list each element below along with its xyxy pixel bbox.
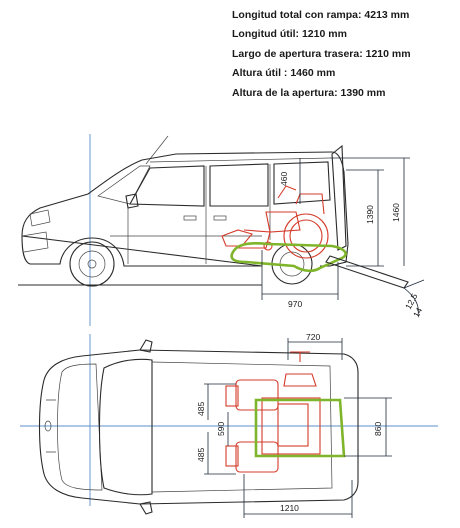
dim-label-angle-b: 14 (411, 306, 424, 319)
front-seat-outline (221, 229, 253, 247)
wheelchair-top-seat (277, 403, 309, 447)
wheelchair-footrest (236, 229, 271, 249)
van-top-outline (38, 349, 359, 505)
wheelchair-seat (265, 211, 301, 233)
dim-label-460: 460 (279, 172, 289, 186)
wheelchair-backrest (295, 193, 325, 215)
wheelchair-handle (277, 185, 297, 199)
roof-line (149, 157, 331, 163)
rear-marker-top (290, 351, 310, 362)
dim-label-1390: 1390 (365, 205, 375, 224)
van-body-outline (21, 151, 349, 267)
antenna (145, 135, 169, 165)
dim-label-720: 720 (306, 332, 320, 342)
front-grille (46, 399, 56, 453)
headlight (29, 209, 51, 227)
wheelchair-handrim (289, 219, 323, 253)
front-emblem (44, 420, 52, 432)
spec-total-length: Longitud total con rampa: 4213 mm (232, 9, 410, 21)
spec-opening-height: Altura de la apertura: 1390 mm (232, 86, 386, 99)
dim-label-1210: 1210 (280, 503, 299, 513)
spec-useful-length: Longitud útil: 1210 mm (232, 28, 347, 41)
right-mirror-top (139, 501, 153, 515)
dim-label-485-bottom: 485 (196, 448, 206, 462)
armrest-lower (225, 445, 239, 467)
hood-outline (57, 363, 103, 491)
front-wheel-hub (87, 259, 97, 269)
ramp-angle-arc (403, 279, 425, 317)
left-mirror-top (139, 339, 153, 353)
wheelchair-top-headrest (283, 373, 317, 387)
spec-rear-opening-length: Largo de apertura trasera: 1210 mm (232, 47, 411, 60)
wheelchair-wheel (283, 213, 329, 259)
wheelchair-top-frame (261, 397, 321, 455)
side-mirror (125, 193, 139, 209)
windshield-top (98, 358, 153, 496)
dim-label-485-top: 485 (196, 402, 206, 416)
spec-useful-height: Altura útil : 1460 mm (232, 67, 336, 80)
roof-panel (151, 361, 333, 493)
side-view: 460 1390 1460 970 12,5 14 (18, 134, 424, 326)
rear-door-handle (213, 215, 227, 221)
dim-label-1460: 1460 (391, 203, 401, 222)
rear-side-window (209, 163, 269, 207)
dim-label-860: 860 (373, 422, 383, 436)
ramp-outline (230, 242, 347, 273)
rear-quarter-window (273, 161, 331, 205)
wheelchair-side (221, 185, 329, 259)
spec-list: Longitud total con rampa: 4213 mm Longit… (232, 6, 411, 103)
wheelchair-top (225, 351, 321, 473)
armrest-upper (225, 385, 239, 407)
front-door-handle (183, 215, 197, 221)
open-tailgate (331, 144, 347, 251)
dim-label-590: 590 (216, 422, 226, 436)
windshield (97, 165, 151, 205)
top-view: 720 485 590 485 860 1210 (20, 332, 438, 518)
dim-label-970: 970 (288, 299, 302, 309)
front-wheel-rim (78, 250, 106, 278)
front-side-window (129, 165, 205, 207)
front-wheel (69, 241, 115, 287)
wheelchair-caster (263, 241, 273, 251)
front-bumper (21, 231, 49, 253)
